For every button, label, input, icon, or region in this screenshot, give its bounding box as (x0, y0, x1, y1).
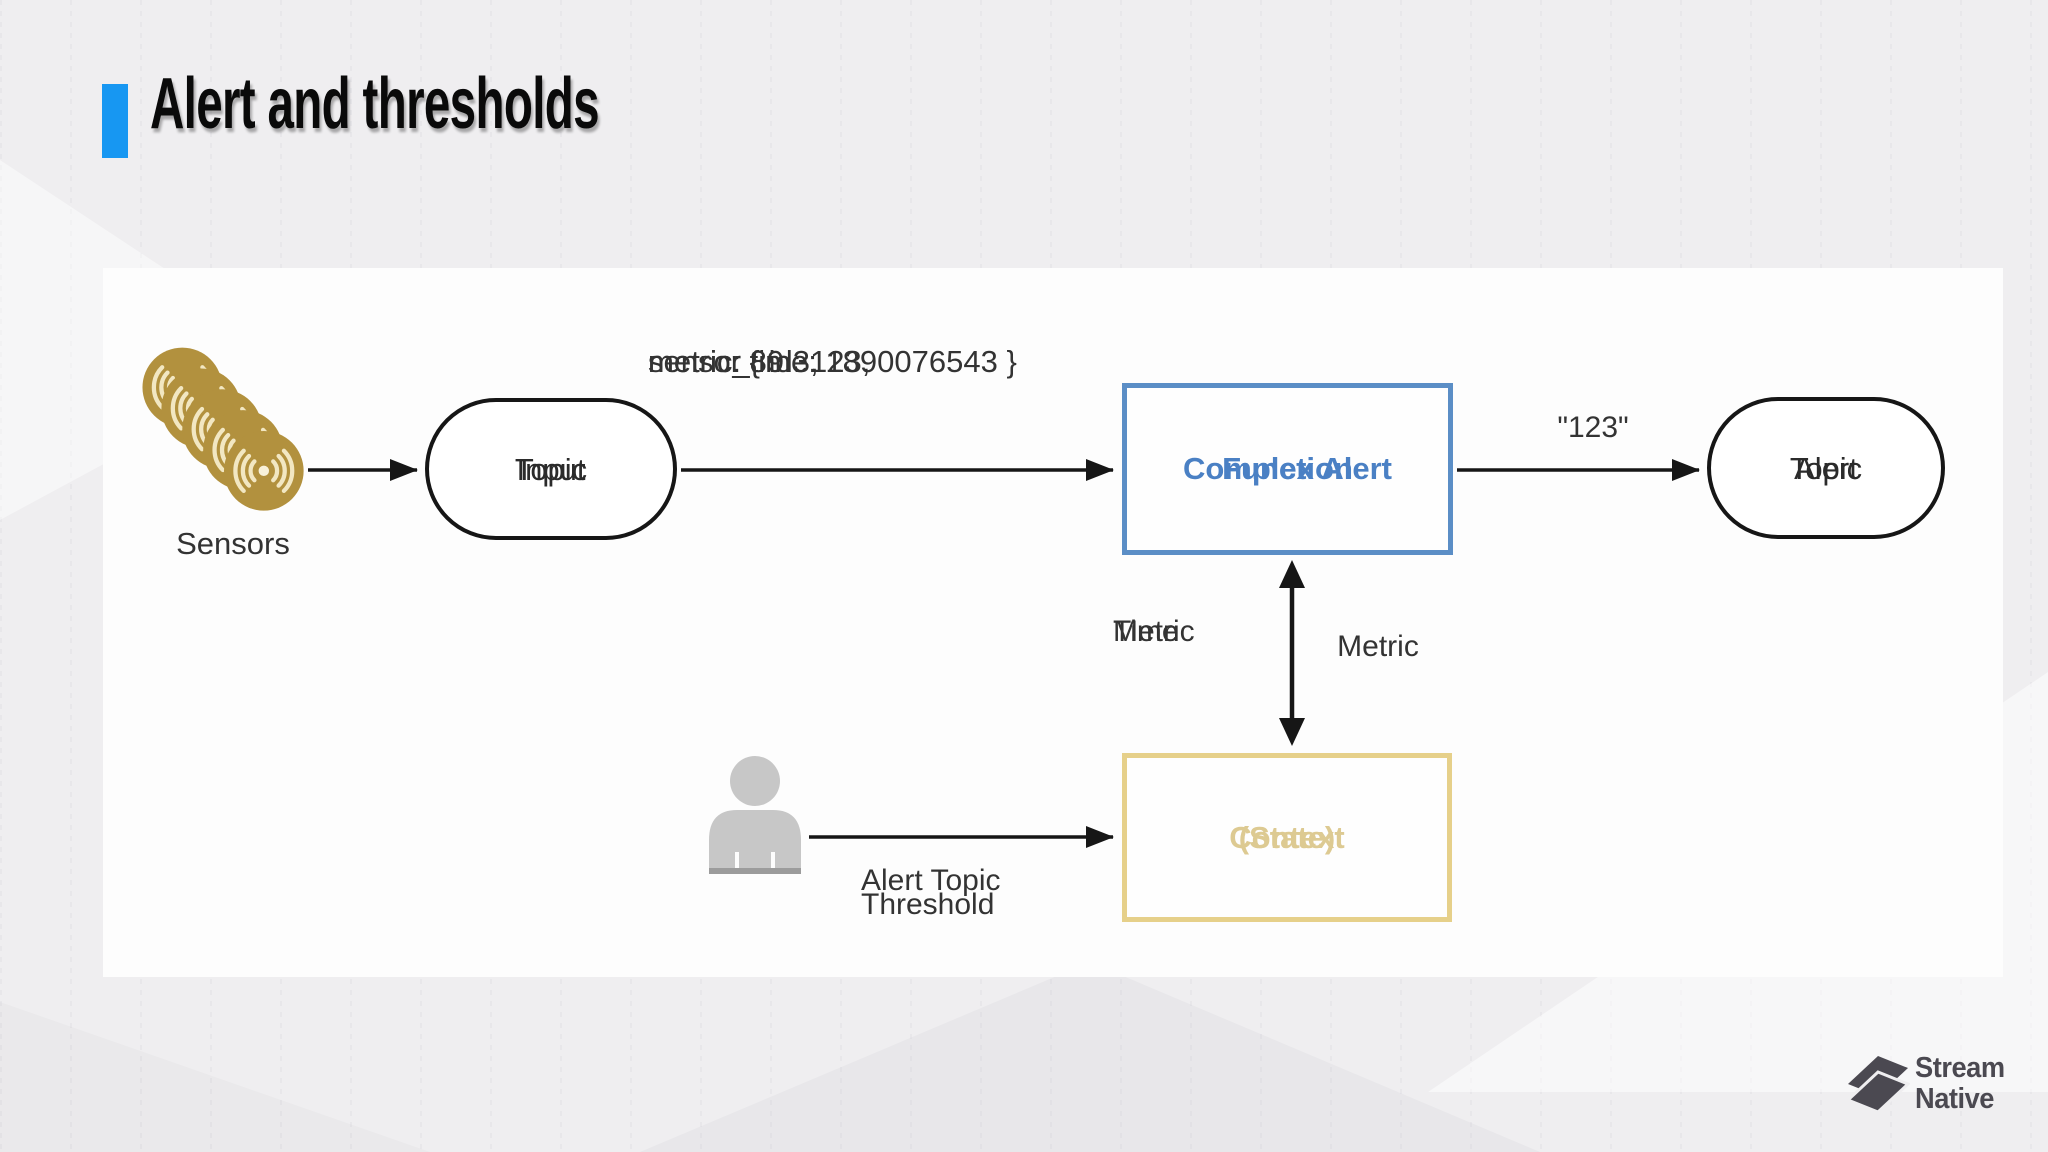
input-topic-label-line2: Topic (514, 451, 588, 487)
metric-time-line2: Time (1113, 615, 1179, 648)
streamnative-logo: Stream Native (1846, 1044, 2010, 1124)
context-label-line2: (State) (1238, 819, 1336, 855)
sensors-icon (133, 340, 315, 522)
diagram-panel: Sensors Input Topic sensor { id: 123, me… (103, 268, 2003, 977)
input-topic-node: Input Topic (425, 398, 677, 540)
function-label-line2: Function (1222, 451, 1353, 486)
alert-topic-label-line2: Topic (1789, 450, 1863, 486)
logo-text-line2: Native (1915, 1083, 1995, 1115)
alert-topic-label-line1: Alert (1794, 450, 1858, 486)
input-topic-label-line1: Input (516, 451, 586, 487)
alert-topic-node: Alert Topic (1707, 397, 1945, 539)
complex-alert-function-node: Complex Alert Function (1122, 383, 1453, 555)
function-label-line1: Complex Alert (1182, 451, 1392, 486)
person-icon (709, 756, 801, 874)
streamnative-logo-icon (1846, 1056, 1910, 1114)
sensor-message-line1: sensor { id: 123, (648, 344, 871, 379)
logo-text-line1: Stream (1915, 1052, 2005, 1084)
sensors-label: Sensors (176, 526, 290, 561)
metric-label: Metric (1337, 630, 1419, 663)
diagram-arrows (308, 459, 1700, 848)
sensor-message-line2: metric: 89.3, (648, 344, 819, 379)
alert-id-label: "123" (1557, 411, 1629, 444)
threshold-line1: Alert Topic (861, 864, 1001, 897)
page-title: Alert and thresholds (150, 64, 600, 144)
title-accent-bar (102, 84, 128, 158)
function-context-double-arrow (1279, 560, 1305, 746)
context-state-node: Context (State) (1122, 753, 1452, 922)
metric-time-line1: Metric (1113, 615, 1195, 648)
threshold-line2: Threshold (861, 888, 995, 921)
context-label-line1: Context (1229, 819, 1345, 855)
sensor-message-line3: metric_time: 1890076543 } (648, 344, 1017, 379)
